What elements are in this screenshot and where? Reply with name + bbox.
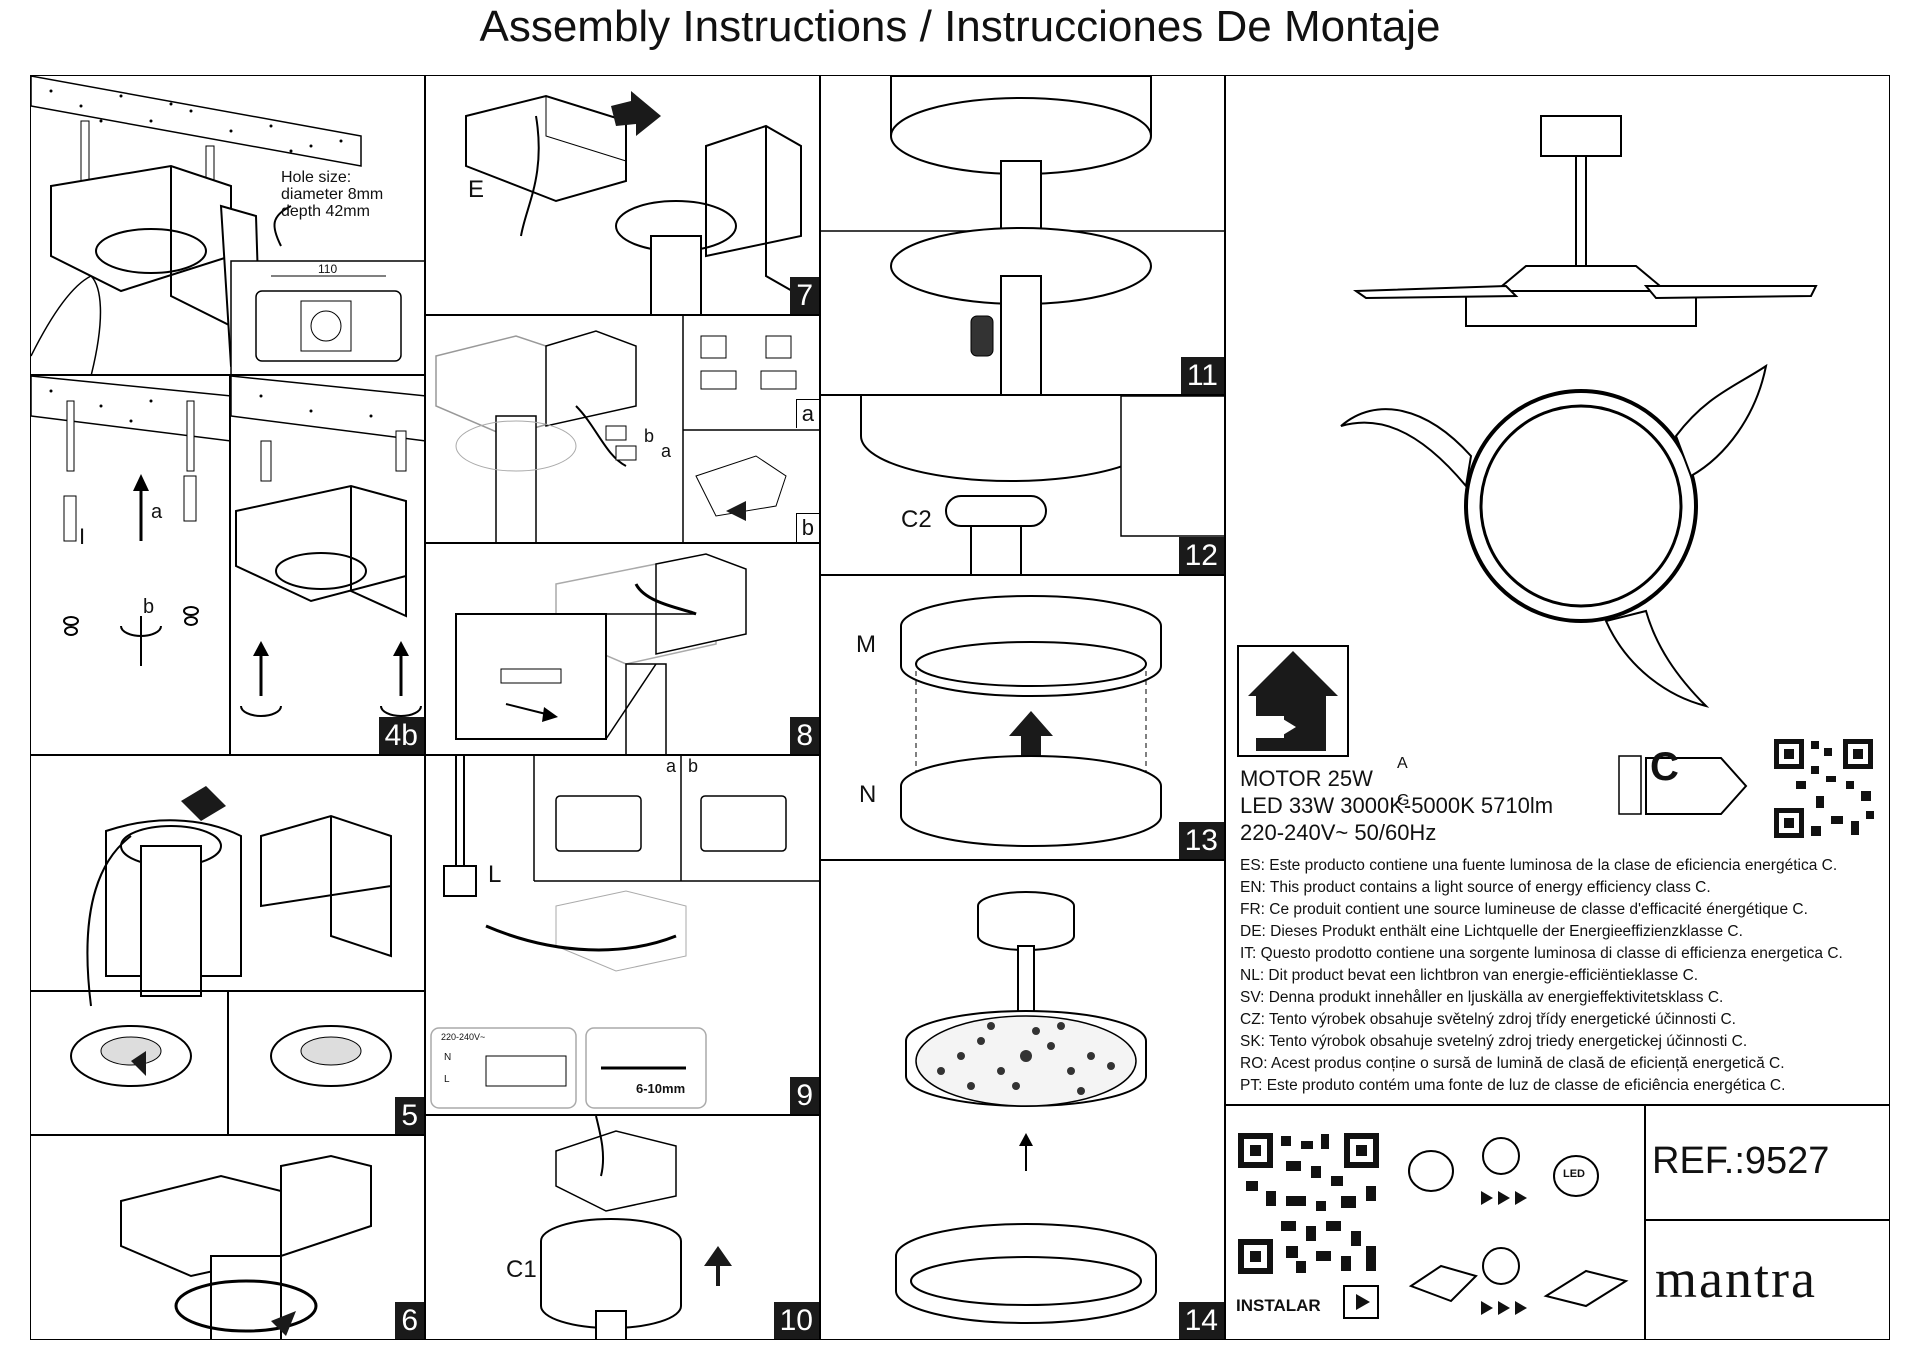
neutral-tag: N [444,1052,452,1063]
wall-plug-illustration [31,376,229,666]
label-l: L [488,861,502,888]
label-c1: C1 [506,1256,537,1283]
pipe-insertion-illustration [31,786,424,1134]
step-number-10: 10 [773,1302,819,1339]
step-number-12: 12 [1178,537,1224,574]
step-4a-panel: a b I [30,375,230,755]
step-14-panel: 14 [820,860,1225,1340]
step-4b-panel: 4b [230,375,425,755]
statement-it: IT: Questo prodotto contiene una sorgent… [1240,945,1843,962]
label-a: a [151,501,163,523]
install-video-link[interactable]: INSTALAR [1236,1296,1321,1315]
statement-nl: NL: Dit product bevat een lichtbron van … [1240,967,1699,984]
control-box-illustration [465,91,802,314]
fan-product-illustration [1237,115,1876,841]
pipe-twist-illustration [120,1154,372,1339]
step-number-4b: 4b [378,717,424,754]
scale-bottom-letter: G [1397,792,1410,809]
line-tag: L [444,1074,450,1085]
step-5-panel: 5 [30,755,425,1135]
sub-b: b [688,756,699,776]
hole-size-label: Hole size: diameter 8mm depth 42mm [281,169,384,220]
bracket-width-label: 110 [318,262,338,276]
step-number-7: 7 [790,277,819,314]
diffuser-illustration [900,595,1162,847]
connector-label-a: a [661,441,672,461]
led-spec: LED 33W 3000K-5000K 5710lm [1240,793,1554,818]
statement-de: DE: Dieses Produkt enthält eine Lichtque… [1240,923,1743,940]
step-1-panel: Hole size: diameter 8mm depth 42mm 110 [30,75,425,375]
statement-cz: CZ: Tento výrobek obsahuje světelný zdro… [1240,1011,1736,1028]
step-7-panel: E 7 [425,75,820,315]
reference-number: REF.:9527 [1652,1140,1830,1182]
step-number-11: 11 [1180,357,1224,394]
fan-assembly-illustration [895,891,1157,1324]
sub-a: a [666,756,677,776]
sub-label-b: b [795,513,819,542]
step-number-9: 9 [790,1077,819,1114]
product-panel: A G [1225,75,1890,1105]
product-specs: MOTOR 25W LED 33W 3000K-5000K 5710lm 220… [1240,765,1553,846]
step-9-panel: L a b 220-240V~ N L 6-10mm 9 [425,755,820,1115]
wiring-illustration [430,756,819,1109]
connector-illustration [435,316,819,542]
energy-statements: ES: Este producto contiene una fuente lu… [1240,855,1843,1097]
step-8-connector-panel: b a a b [425,315,820,543]
step-8-panel: 8 [425,543,820,755]
ceiling-drill-illustration [31,76,424,374]
step-number-8: 8 [790,717,819,754]
step-number-14: 14 [1178,1302,1224,1339]
motor-spec: MOTOR 25W [1240,766,1373,791]
step-number-13: 13 [1178,822,1224,859]
label-n: N [859,781,877,808]
lock-illustration [860,396,1224,574]
install-qr-panel: LED [1225,1105,1645,1340]
brand-panel [1645,1220,1890,1340]
step-number-6: 6 [395,1302,424,1339]
page-title: Assembly Instructions / Instrucciones De… [479,2,1441,51]
connector-label-b: b [644,426,655,446]
strip-length-label: 6-10mm [636,1081,686,1096]
safety-cable-illustration [455,553,747,754]
scale-top-letter: A [1397,755,1408,772]
step-12-panel: C2 12 [820,395,1225,575]
voltage-tag: 220-240V~ [441,1032,486,1042]
label-e: E [468,176,485,203]
statement-ro: RO: Acest produs conține o sursă de lumi… [1240,1055,1785,1072]
step-11-panel: 11 [820,75,1225,395]
statement-en: EN: This product contains a light source… [1240,879,1711,896]
label-c2: C2 [901,506,932,533]
energy-class: C [1650,745,1679,789]
step-10-panel: C1 10 [425,1115,820,1340]
label-i: I [79,524,86,549]
label-b: b [143,596,155,618]
install-icons [1236,1131,1629,1319]
statement-fr: FR: Ce produit contient une source lumin… [1240,901,1808,918]
voltage-spec: 220-240V~ 50/60Hz [1240,820,1437,845]
ref-panel [1645,1105,1890,1220]
canopy-illustration [540,1116,732,1339]
step-6-panel: 6 [30,1135,425,1340]
led-icon-label: LED [1563,1168,1585,1180]
statement-sk: SK: Tento výrobok obsahuje svetelný zdro… [1240,1033,1748,1050]
sub-label-a: a [795,399,819,428]
bracket-fixing-illustration [231,376,424,717]
brand-logo: mantra [1655,1249,1817,1309]
cover-screw-illustration [821,76,1224,394]
statement-pt: PT: Este produto contém uma fonte de luz… [1240,1077,1786,1094]
step-13-panel: M N 13 [820,575,1225,860]
step-number-5: 5 [395,1097,424,1134]
label-m: M [856,631,876,658]
statement-sv: SV: Denna produkt innehåller en ljuskäll… [1240,989,1724,1006]
statement-es: ES: Este producto contiene una fuente lu… [1240,857,1838,874]
